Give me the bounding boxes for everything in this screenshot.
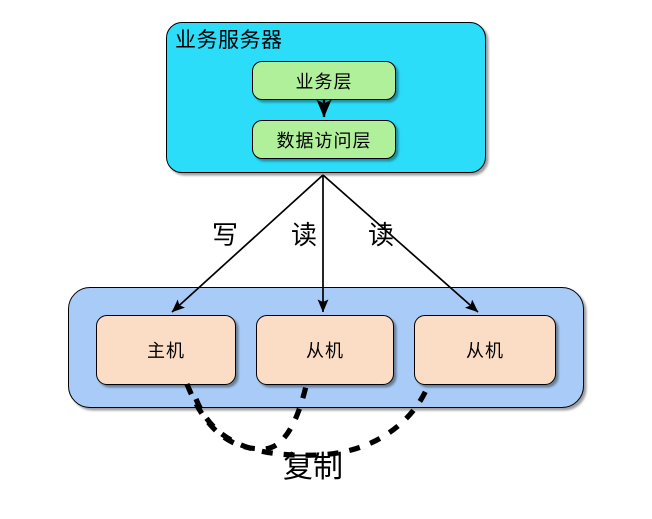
db-slave-2-label: 从机 [466,341,504,362]
db-slave-1-label: 从机 [306,341,344,362]
edge-label-write: 写 [212,221,239,251]
business-layer-label: 业务层 [295,71,353,93]
db-node-slave-1[interactable]: 从机 [256,315,394,385]
edge-label-read-1: 读 [291,221,318,251]
db-master-label: 主机 [147,341,185,362]
data-access-layer-box[interactable]: 数据访问层 [252,120,396,159]
data-access-layer-label: 数据访问层 [276,130,372,152]
edge-label-read-2: 读 [368,221,395,251]
edge-label-replicate: 复制 [283,450,343,485]
db-node-master[interactable]: 主机 [96,315,236,385]
business-layer-box[interactable]: 业务层 [252,61,396,100]
app-server-title: 业务服务器 [175,28,283,52]
db-node-slave-2[interactable]: 从机 [414,315,556,385]
